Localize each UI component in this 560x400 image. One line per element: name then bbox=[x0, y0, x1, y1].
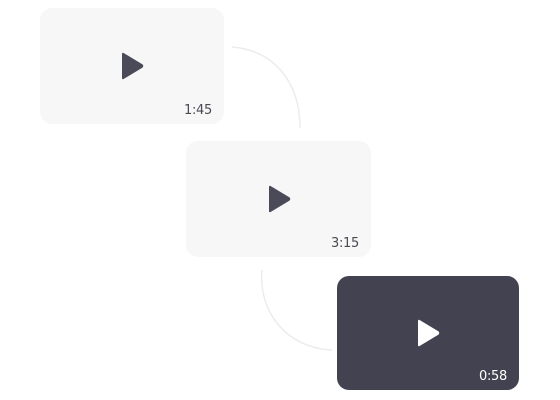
play-icon bbox=[268, 185, 290, 213]
video-card-3[interactable]: 0:58 bbox=[337, 276, 519, 390]
play-icon bbox=[122, 52, 144, 80]
video-card-1[interactable]: 1:45 bbox=[40, 8, 224, 124]
video-duration: 0:58 bbox=[479, 369, 507, 384]
connector-curve-1-2 bbox=[231, 46, 301, 129]
video-duration: 1:45 bbox=[184, 103, 212, 118]
video-duration: 3:15 bbox=[331, 236, 359, 251]
play-icon bbox=[418, 319, 440, 347]
video-card-2[interactable]: 3:15 bbox=[186, 141, 371, 257]
connector-curve-2-3 bbox=[260, 269, 333, 351]
